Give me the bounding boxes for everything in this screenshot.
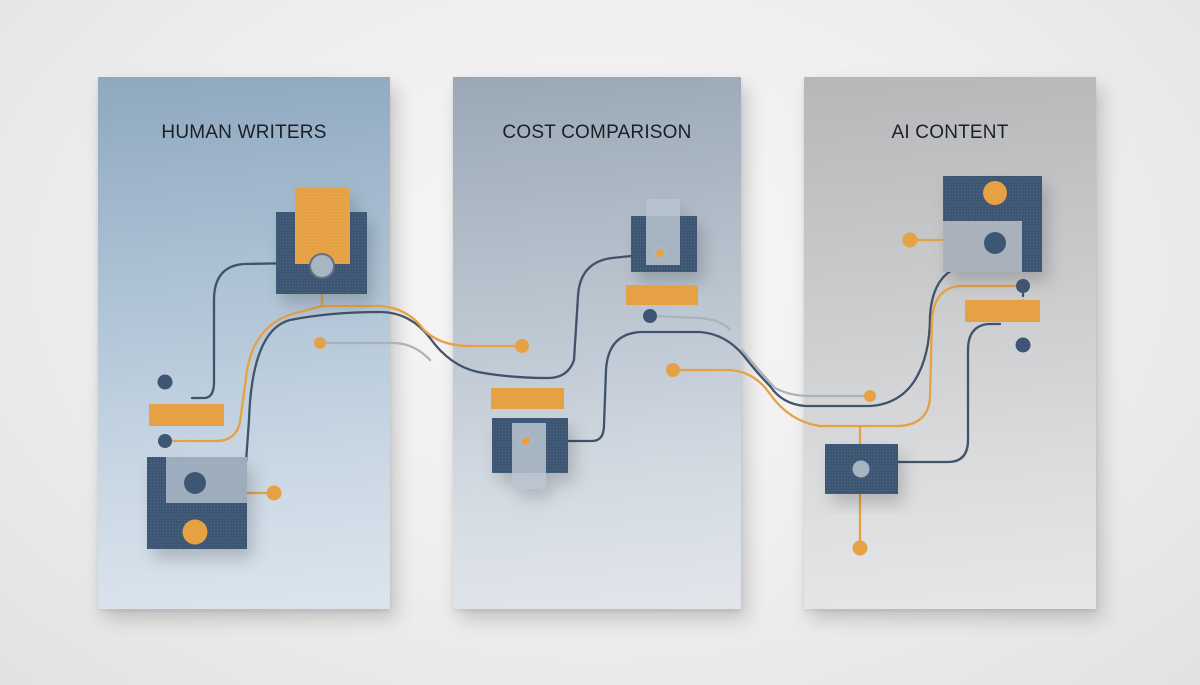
node-bottom-human xyxy=(147,457,247,549)
connector-line-gray xyxy=(648,314,732,332)
node-dot-navy xyxy=(1015,337,1031,353)
panel-title-ai-content: AI CONTENT xyxy=(891,122,1009,143)
node-dot-navy xyxy=(157,374,173,390)
node-dot-navy xyxy=(1016,279,1030,293)
panel-ai-content: AI CONTENT xyxy=(804,77,1096,609)
node-top-cost xyxy=(631,199,697,272)
node-dot-orange xyxy=(852,540,868,556)
label-bar-orange xyxy=(491,388,564,409)
panel-title-cost-comparison: COST COMPARISON xyxy=(502,122,692,143)
label-bar-orange xyxy=(149,404,224,426)
connector-line-orange xyxy=(163,304,324,443)
connector-line-orange xyxy=(320,304,524,348)
node-dot-navy xyxy=(643,309,657,323)
connector-line-navy xyxy=(566,268,954,443)
node-dot-orange xyxy=(666,363,680,377)
label-bar-orange xyxy=(626,285,698,305)
connector-line-navy xyxy=(190,261,302,400)
node-bottom-ai xyxy=(825,444,898,494)
node-dot-orange xyxy=(314,337,326,349)
label-bar-orange xyxy=(965,300,1040,322)
node-top-human xyxy=(276,188,367,294)
connector-line-navy xyxy=(896,322,1002,464)
node-dot-orange xyxy=(864,390,876,402)
connector-line-orange xyxy=(671,368,862,428)
connector-line-gray xyxy=(740,348,870,398)
node-dot-orange xyxy=(515,339,529,353)
panel-cost-comparison: COST COMPARISON xyxy=(453,77,741,609)
node-bottom-cost xyxy=(492,418,568,489)
node-dot-orange xyxy=(902,232,918,248)
panel-title-human-writers: HUMAN WRITERS xyxy=(161,122,327,143)
connector-line-navy xyxy=(244,251,662,464)
connector-line-orange xyxy=(858,284,1025,428)
node-dot-orange xyxy=(266,485,282,501)
connector-line-gray xyxy=(318,341,432,362)
node-dot-navy xyxy=(158,434,172,448)
node-top-ai xyxy=(943,176,1042,272)
